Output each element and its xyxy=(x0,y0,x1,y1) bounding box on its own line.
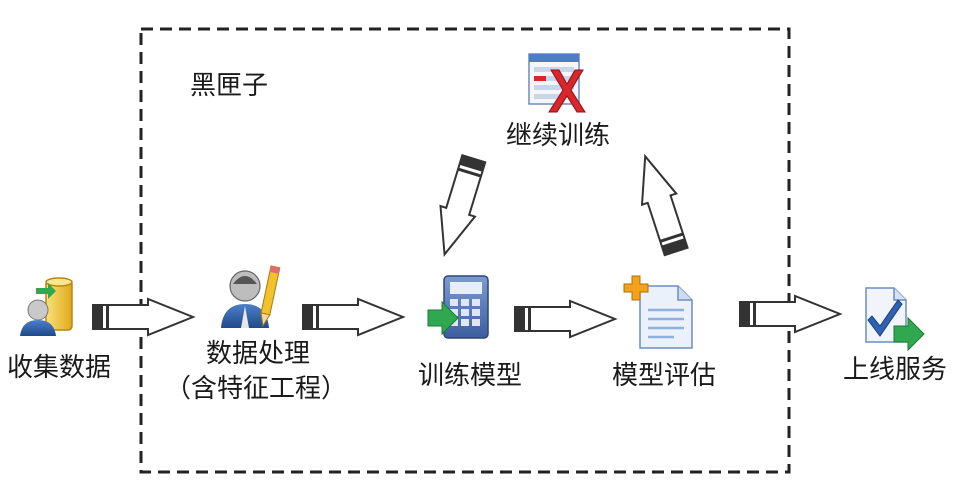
document-plus-icon xyxy=(623,275,693,349)
node-label-deploy: 上线服务 xyxy=(842,355,948,385)
arrow-collect-to-process xyxy=(92,297,196,337)
user-database-icon xyxy=(20,277,73,336)
node-label-process: 数据处理 xyxy=(205,339,311,369)
arrow-retrain-to-train xyxy=(439,153,487,257)
arrow-process-to-train xyxy=(302,297,406,337)
black-box-border xyxy=(139,27,791,474)
arrow-evaluate-to-retrain xyxy=(640,153,689,257)
user-pencil-icon xyxy=(221,265,281,328)
arrow-train-to-evaluate xyxy=(514,299,618,339)
black-box-title: 黑匣子 xyxy=(190,71,269,101)
node-label-collect: 收集数据 xyxy=(6,353,112,383)
node-label-retrain: 继续训练 xyxy=(505,121,611,151)
node-label-evaluate: 模型评估 xyxy=(611,361,717,391)
document-check-arrow-icon xyxy=(865,287,925,352)
calculator-arrow-icon xyxy=(427,275,489,339)
node-label-process-sub: （含特征工程） xyxy=(164,374,348,404)
node-label-train: 训练模型 xyxy=(417,361,523,391)
form-delete-icon xyxy=(528,53,586,113)
arrow-evaluate-to-deploy xyxy=(739,294,843,334)
